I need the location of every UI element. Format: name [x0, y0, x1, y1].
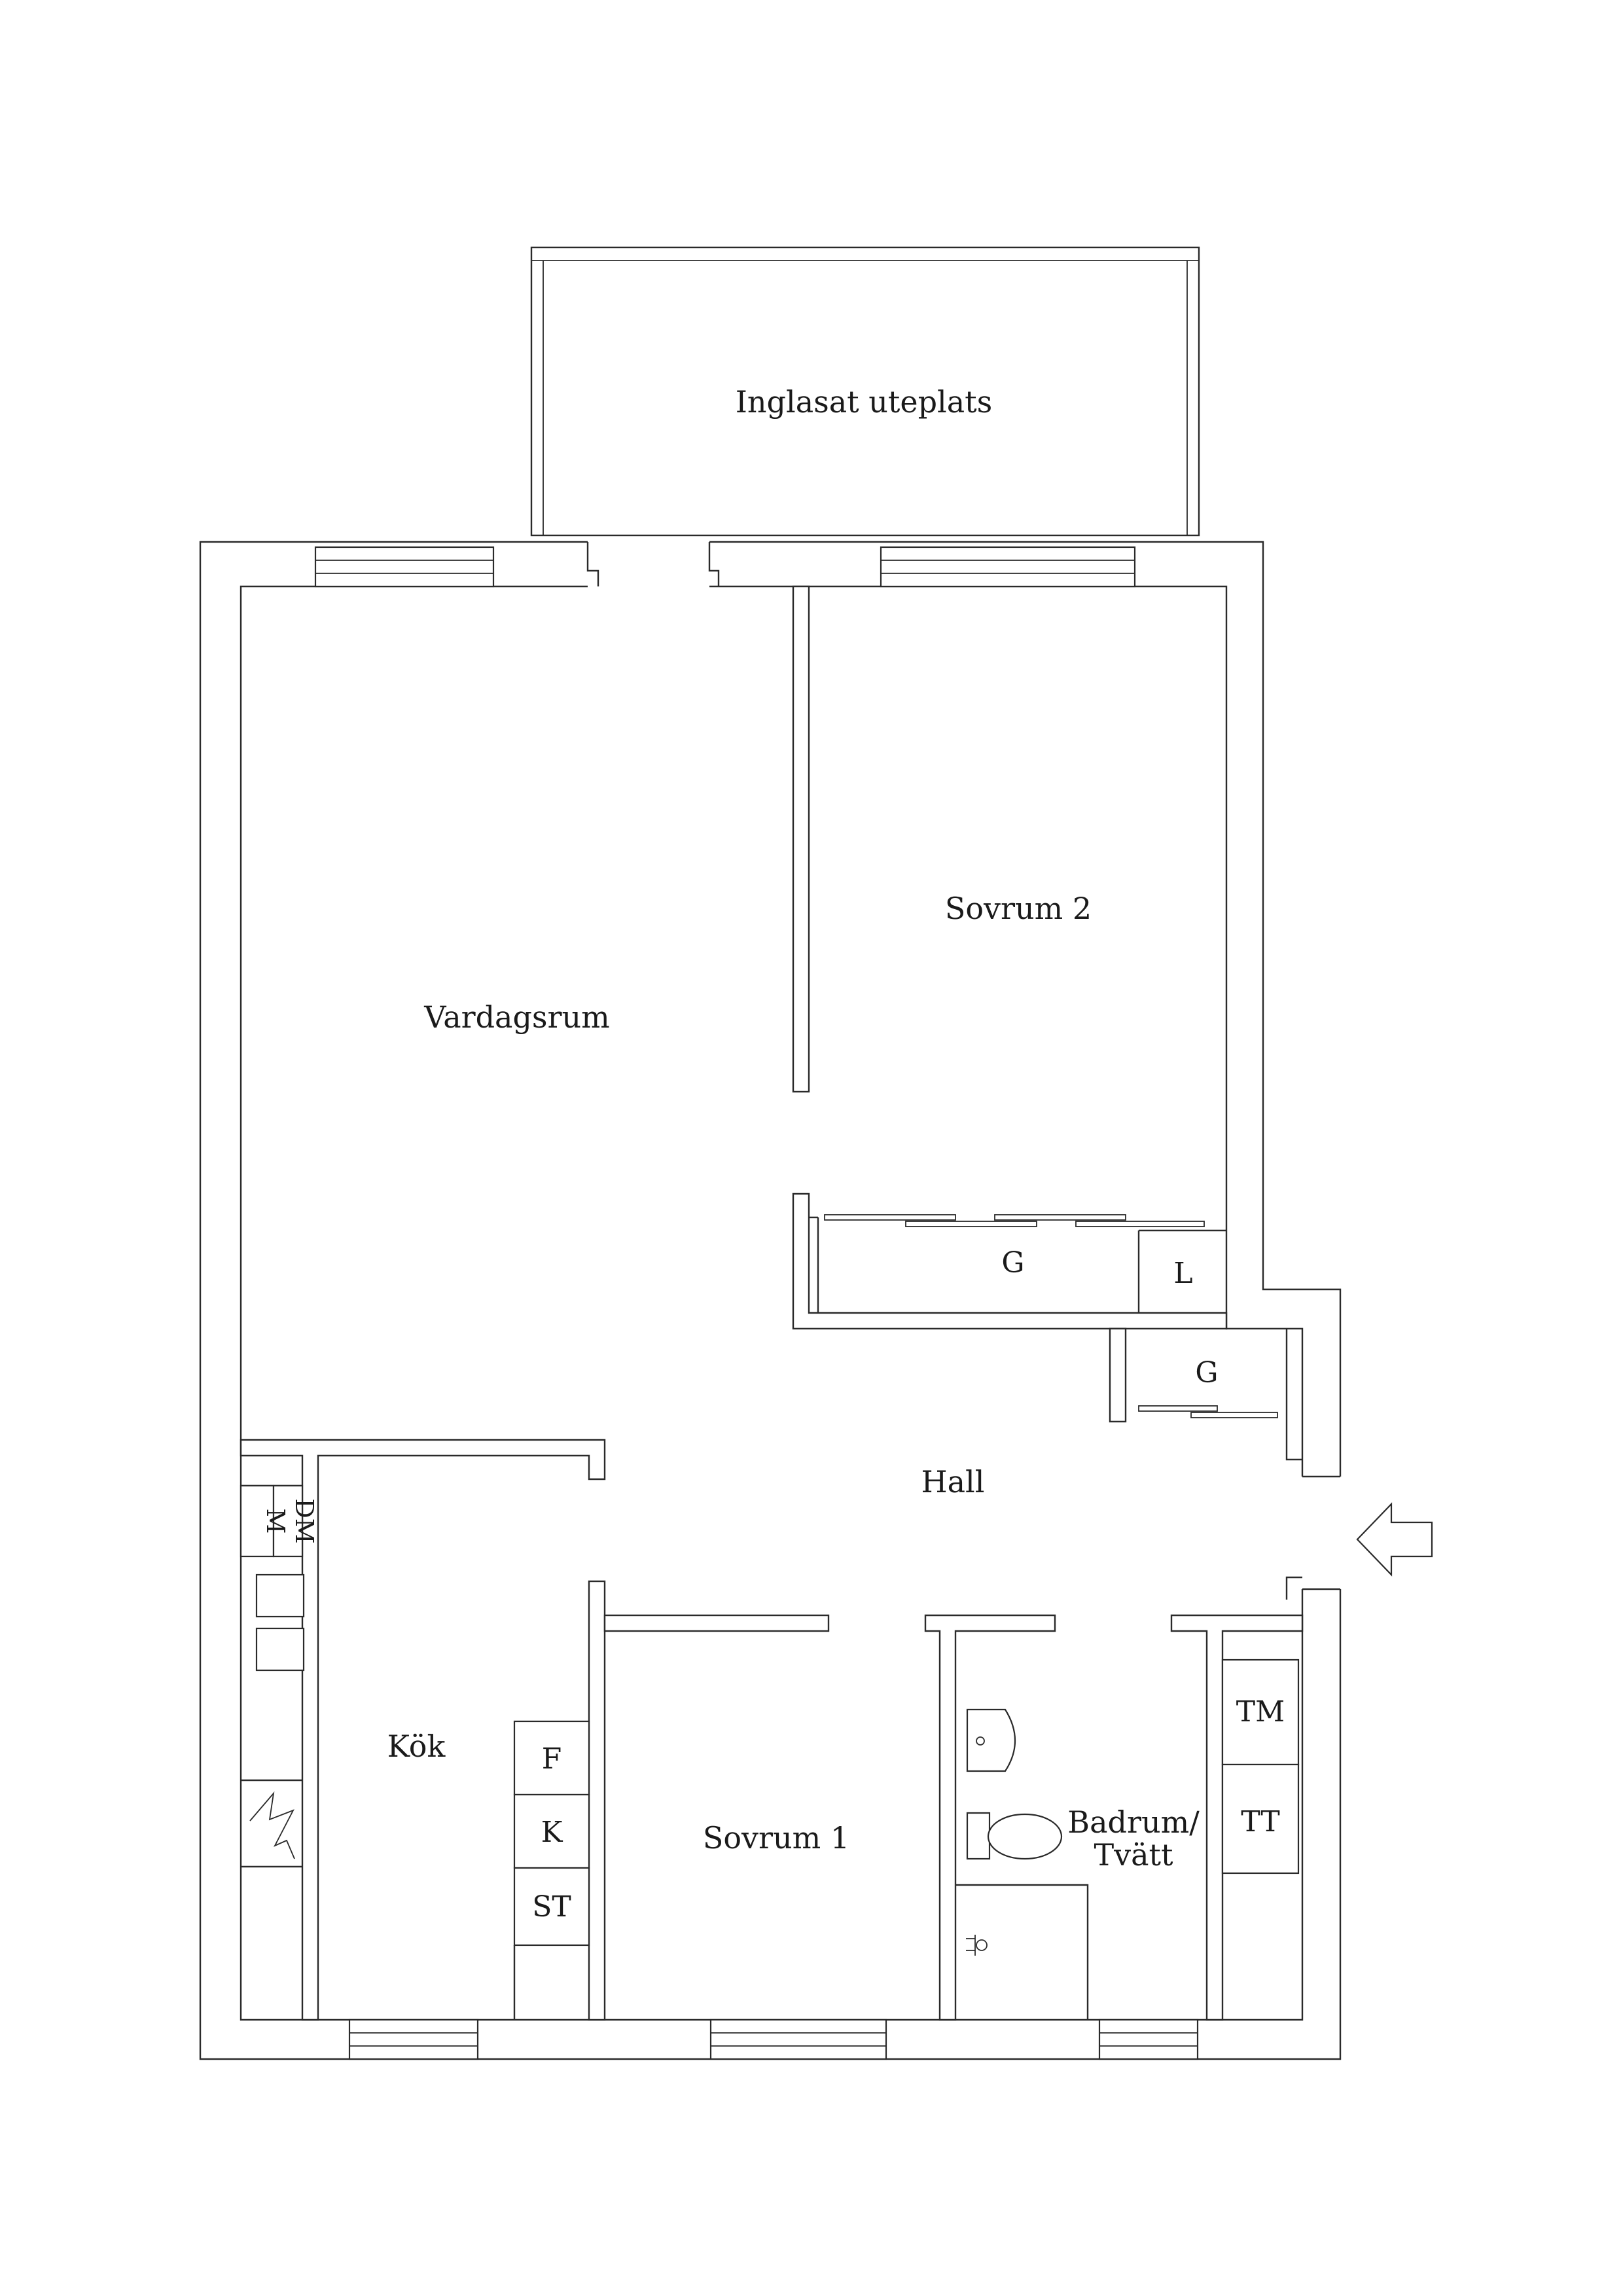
patio-label: Inglasat uteplats — [736, 384, 993, 420]
bedroom-1-label: Sovrum 1 — [703, 1820, 849, 1856]
bathroom-label-line2: Tvätt — [1094, 1837, 1173, 1873]
fridge-label: F — [542, 1742, 562, 1776]
storage-label: ST — [532, 1890, 571, 1924]
toilet-icon — [966, 1812, 991, 1860]
interior-walls — [240, 585, 1304, 2021]
sink-icon — [966, 1708, 1016, 1772]
entry-arrow-icon — [1356, 1502, 1433, 1577]
outer-wall — [199, 541, 1342, 2060]
kitchen-label: Kök — [387, 1729, 446, 1764]
bathroom-label-line1: Badrum/ — [1067, 1804, 1200, 1840]
bathroom-fixtures: TM TT — [955, 1659, 1300, 2020]
windows — [314, 546, 1199, 2060]
living-room-label: Vardagsrum — [423, 999, 610, 1035]
sliding-doors — [824, 1214, 1278, 1418]
dryer-label: TT — [1241, 1805, 1280, 1839]
wardrobe-label: G — [1001, 1246, 1024, 1280]
shower-icon — [966, 1935, 976, 1956]
wardrobe-top: G L — [1001, 1229, 1226, 1313]
freezer-label: K — [541, 1816, 563, 1849]
linen-label: L — [1173, 1257, 1192, 1290]
hall-label: Hall — [921, 1464, 985, 1499]
stove-vent-icon — [249, 1791, 295, 1859]
microwave-label: M — [261, 1509, 290, 1534]
washer-label: TM — [1236, 1695, 1285, 1729]
patio — [530, 246, 1200, 537]
dishwasher-label: DM — [290, 1498, 319, 1543]
patio-door-opening — [586, 541, 720, 588]
appliance-column: F K ST — [513, 1720, 590, 2020]
hall-wardrobe-label: G — [1195, 1356, 1218, 1390]
kitchen-counters: M DM — [240, 1484, 319, 1868]
bedroom-2-label: Sovrum 2 — [945, 891, 1092, 926]
